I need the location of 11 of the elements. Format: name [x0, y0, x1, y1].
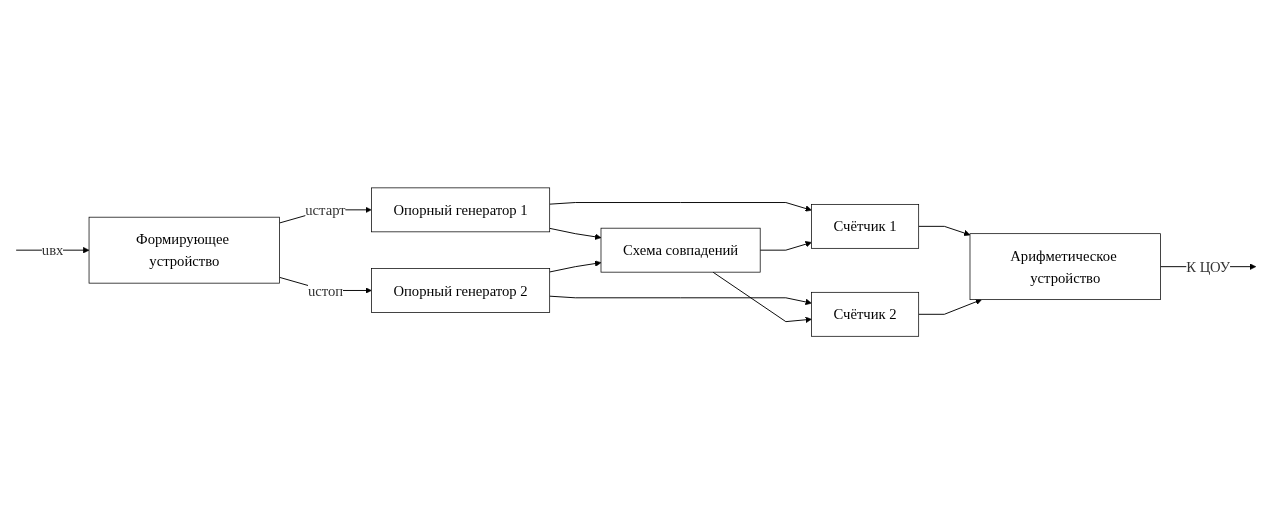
node-box: Опорный генератор 2 — [371, 268, 551, 313]
edge-label: uстоп — [307, 282, 344, 299]
edge-label: К ЦОУ — [1186, 258, 1231, 275]
node-box: Счётчик 1 — [811, 203, 920, 249]
node-box: Формирующее устройство — [88, 216, 280, 284]
edge-label: uвх — [41, 242, 64, 259]
edge-label: uстарт — [305, 201, 346, 218]
node-box: Опорный генератор 1 — [371, 187, 551, 233]
node-box: Арифметическое устройство — [969, 233, 1161, 300]
node-box: Схема совпадений — [600, 227, 761, 273]
node-box: Счётчик 2 — [811, 291, 920, 337]
